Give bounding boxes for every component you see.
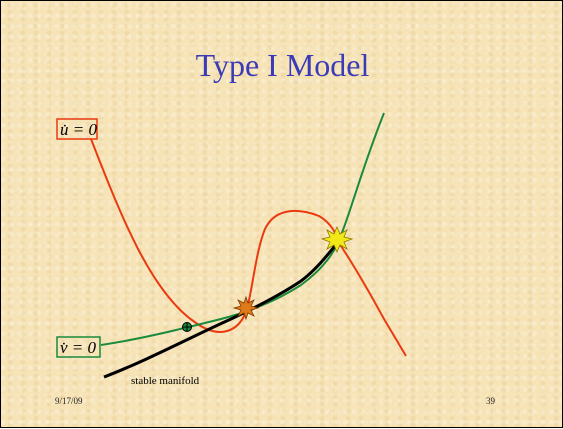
slide-title: Type I Model xyxy=(195,47,370,83)
footer-date: 9/17/09 xyxy=(55,396,83,406)
u-nullcline-curve xyxy=(90,138,407,357)
v-nullcline-label-box xyxy=(56,336,101,358)
stable-node-marker xyxy=(182,322,192,332)
u-nullcline-label-box xyxy=(56,118,98,140)
stable-manifold-label: stable manifold xyxy=(131,375,200,387)
yellow-burst-marker xyxy=(320,225,354,254)
stable-manifold-curve xyxy=(103,240,341,379)
orange-burst-marker xyxy=(232,295,260,321)
page-number: 39 xyxy=(486,396,495,406)
v-nullcline-curve xyxy=(100,112,385,346)
v-nullcline-label: v̇ = 0 xyxy=(60,338,97,357)
u-nullcline-label: u̇ = 0 xyxy=(60,120,97,139)
